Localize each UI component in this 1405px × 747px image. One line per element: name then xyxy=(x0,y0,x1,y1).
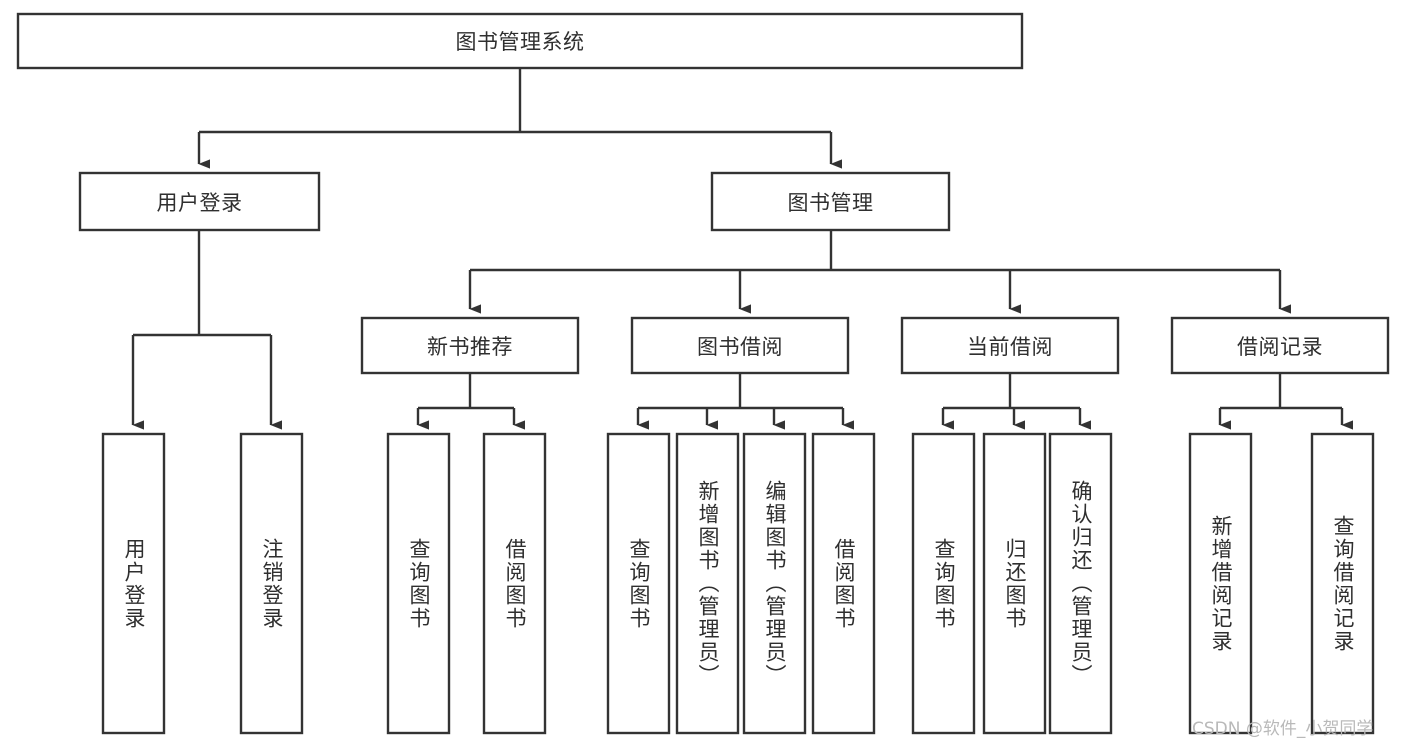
leaf-box-query-book-borrow[interactable] xyxy=(606,432,671,735)
leaf-box-return-book[interactable] xyxy=(982,432,1047,735)
leaf-box-borrow-book-rec[interactable] xyxy=(482,432,547,735)
leaf-box-query-borrow-record[interactable] xyxy=(1310,432,1375,735)
node-box-book-borrow[interactable] xyxy=(630,316,850,375)
leaf-box-query-book-rec[interactable] xyxy=(386,432,451,735)
leaf-box-query-book-current[interactable] xyxy=(911,432,976,735)
leaf-box-logout[interactable] xyxy=(239,432,304,735)
node-box-borrow-record[interactable] xyxy=(1170,316,1390,375)
node-box-user-login[interactable] xyxy=(78,171,321,232)
node-box-current-borrow[interactable] xyxy=(900,316,1120,375)
node-box-root[interactable] xyxy=(16,12,1024,70)
leaf-box-user-login[interactable] xyxy=(101,432,166,735)
node-box-book-management[interactable] xyxy=(710,171,951,232)
node-box-new-book-recommend[interactable] xyxy=(360,316,580,375)
leaf-box-add-book-admin[interactable] xyxy=(675,432,740,735)
leaf-box-edit-book-admin[interactable] xyxy=(742,432,807,735)
leaf-box-add-borrow-record[interactable] xyxy=(1188,432,1253,735)
leaf-box-borrow-book[interactable] xyxy=(811,432,876,735)
leaf-box-confirm-return-admin[interactable] xyxy=(1048,432,1113,735)
